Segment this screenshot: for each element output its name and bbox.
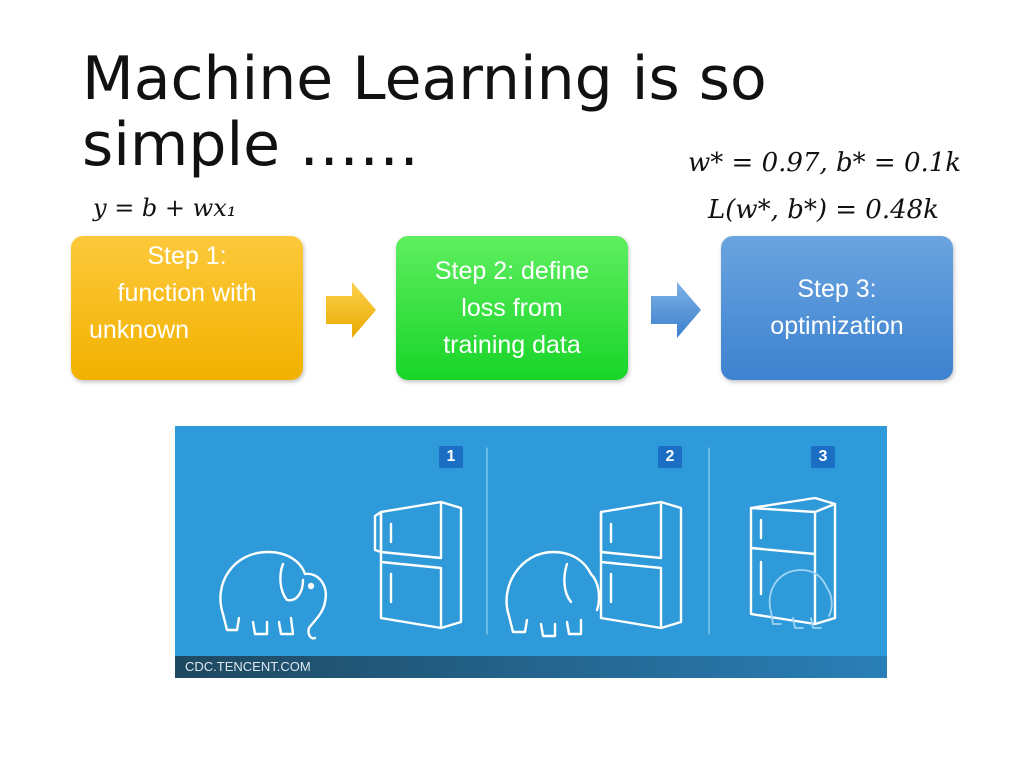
step-1-box: Step 1: function with unknown bbox=[71, 236, 303, 380]
refrigerator-icon bbox=[749, 496, 837, 626]
params-equation: w* = 0.97, b* = 0.1k bbox=[688, 148, 961, 178]
function-equation: y = b + wx₁ bbox=[93, 194, 236, 222]
elephant-fridge-illustration: CDC.TENCENT.COM bbox=[175, 426, 887, 678]
illustration-caption: CDC.TENCENT.COM bbox=[185, 659, 311, 674]
panel-number-1: 1 bbox=[439, 446, 463, 468]
elephant-icon bbox=[219, 550, 327, 640]
panel-number-2: 2 bbox=[658, 446, 682, 468]
slide-title: Machine Learning is so simple …… bbox=[82, 44, 767, 180]
step-1-line-2: function with bbox=[117, 279, 257, 307]
elephant-icon bbox=[505, 550, 601, 638]
step-3-box: Step 3: optimization bbox=[721, 236, 953, 380]
refrigerator-icon bbox=[599, 500, 683, 630]
step-3-line-1: Step 3: bbox=[797, 275, 877, 303]
right-arrow-icon bbox=[326, 282, 376, 338]
step-2-line-3: training data bbox=[443, 330, 581, 359]
right-arrow-icon bbox=[651, 282, 701, 338]
panel-number-3: 3 bbox=[811, 446, 835, 468]
step-1-line-3: unknown bbox=[89, 316, 190, 344]
caption-bar: CDC.TENCENT.COM bbox=[175, 656, 887, 678]
refrigerator-icon bbox=[373, 500, 463, 630]
step-2-line-2: loss from bbox=[461, 293, 563, 322]
step-3-line-2: optimization bbox=[770, 312, 904, 340]
params-equation-text: w* = 0.97, b* = 0.1k bbox=[688, 148, 962, 178]
elephant-icon bbox=[768, 569, 833, 629]
loss-equation-text: L(w*, b*) = 0.48k bbox=[708, 195, 939, 225]
function-equation-text: y = b + wx₁ bbox=[93, 194, 237, 222]
step-2-box: Step 2: define loss from training data bbox=[396, 236, 628, 380]
step-2-line-1: Step 2: define bbox=[434, 256, 590, 285]
loss-equation: L(w*, b*) = 0.48k bbox=[708, 195, 939, 225]
step-1-line-1: Step 1: bbox=[147, 242, 227, 270]
